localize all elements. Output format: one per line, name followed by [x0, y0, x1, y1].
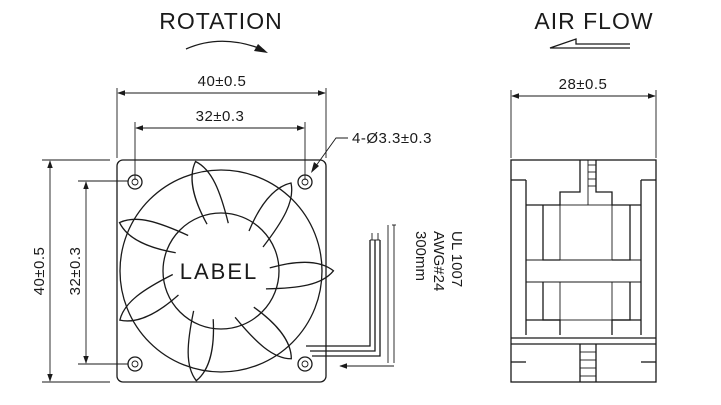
- frame-width-label: 40±0.5: [198, 73, 247, 90]
- airflow-title: AIR FLOW: [534, 8, 653, 34]
- fan-hub: [162, 212, 280, 330]
- mounting-hole-top-right: [297, 174, 313, 190]
- frame-height-label: 40±0.5: [31, 247, 48, 296]
- wire-spec-line1: UL 1007: [448, 231, 465, 287]
- rotation-arrow-icon: [185, 40, 268, 53]
- fan-frame: [116, 159, 327, 383]
- lead-wires: [306, 224, 396, 369]
- rotation-title: ROTATION: [159, 8, 282, 34]
- hole-spacing-h-label: 32±0.3: [196, 108, 245, 125]
- wire-spec-line3: 300mm: [412, 231, 429, 281]
- hole-spacing-v-label: 32±0.3: [67, 247, 84, 296]
- fan-blades: [118, 160, 335, 382]
- side-frame: [510, 159, 657, 383]
- mounting-hole-bottom-right: [297, 356, 313, 372]
- mounting-holes-label: 4-Ø3.3±0.3: [352, 130, 432, 147]
- airflow-arrow-icon: [549, 38, 630, 49]
- wire-spec-line2: AWG#24: [430, 231, 447, 291]
- hole-leader-line: [312, 137, 348, 171]
- mounting-hole-top-left: [127, 174, 143, 190]
- mounting-hole-bottom-left: [127, 356, 143, 372]
- depth-label: 28±0.5: [559, 76, 608, 93]
- fan-venturi: [119, 169, 323, 373]
- front-view: LABEL 40±0.5 32±0.3 4-Ø3.3±0.3 40±0.5 32…: [31, 73, 465, 383]
- hub-label: LABEL: [180, 259, 259, 284]
- side-view: 28±0.5: [510, 76, 657, 383]
